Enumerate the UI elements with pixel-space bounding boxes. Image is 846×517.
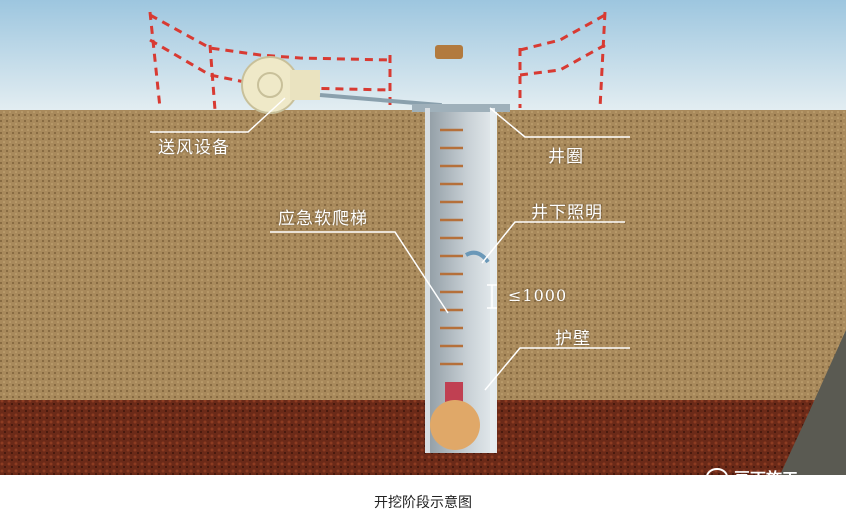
shaft	[412, 104, 510, 453]
emergency-ladder	[440, 128, 463, 366]
label-retaining-wall: 护壁	[555, 329, 591, 349]
sky	[0, 0, 846, 112]
label-lighting: 井下照明	[531, 203, 603, 223]
bucket	[445, 382, 463, 402]
rock-slope	[780, 330, 846, 475]
label-ventilation: 送风设备	[158, 138, 230, 158]
winch	[435, 45, 463, 59]
spoil-pile	[430, 400, 480, 450]
label-ladder: 应急软爬梯	[278, 209, 368, 229]
wechat-icon	[706, 468, 728, 486]
deep-soil-layer	[0, 400, 846, 475]
caption: 开挖阶段示意图	[374, 495, 472, 511]
watermark-text: 豆丁施工	[734, 469, 799, 488]
label-well-ring: 井圈	[548, 147, 584, 167]
label-spacing: ≤1000	[508, 286, 568, 305]
soil-layer	[0, 110, 846, 402]
lighting-lamp	[464, 250, 490, 264]
ventilation-blower	[241, 56, 447, 201]
watermark: 豆丁施工	[706, 465, 798, 489]
well-ring	[412, 104, 510, 112]
leader-lines	[150, 97, 630, 391]
